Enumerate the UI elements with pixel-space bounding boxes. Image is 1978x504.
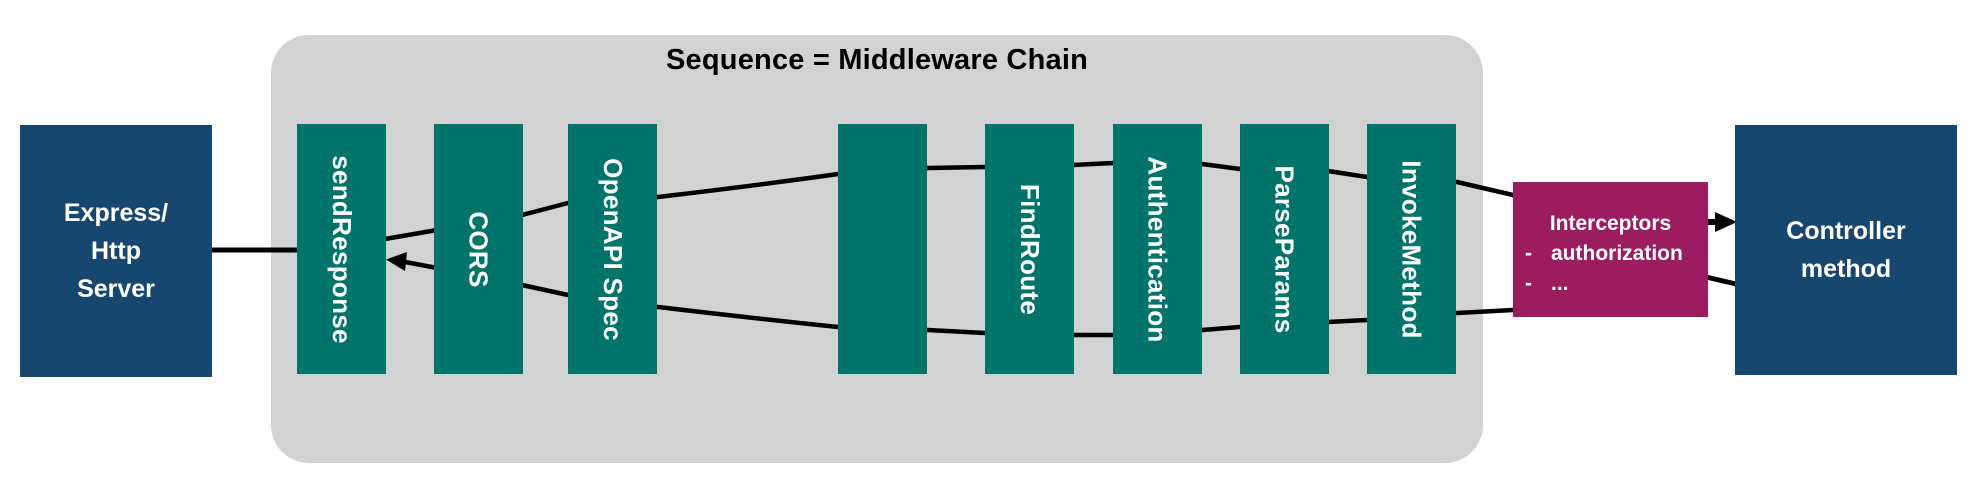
response-arrowhead	[386, 252, 407, 271]
sequence-panel-title: Sequence = Middleware Chain	[666, 44, 1088, 76]
middleware-bar-label: OpenAPI Spec	[598, 157, 629, 341]
controller-method-label-line: method	[1800, 255, 1892, 283]
middleware-bar: Authentication	[1113, 124, 1202, 374]
interceptors-title: Interceptors	[1549, 212, 1672, 235]
middleware-bar: OpenAPI Spec	[568, 124, 657, 374]
interceptor-arrowhead	[1715, 212, 1737, 232]
interceptors-item-label: ...	[1551, 272, 1569, 295]
response-path	[397, 258, 1516, 338]
middleware-bar	[838, 124, 927, 374]
middleware-bar-label: ParseParams	[1270, 164, 1301, 334]
middleware-bar: sendResponse	[297, 124, 386, 374]
express-server-label-line: Express/	[63, 199, 169, 227]
controller-method-label-line: Controller	[1786, 217, 1906, 245]
controller-return-line	[1705, 274, 1737, 287]
middleware-bar-label: InvokeMethod	[1397, 159, 1428, 339]
controller-method-box: Controller method	[1735, 125, 1957, 375]
middleware-bar: InvokeMethod	[1367, 124, 1456, 374]
express-server-label-line: Server	[77, 275, 155, 303]
middleware-bar: FindRoute	[985, 124, 1074, 374]
middleware-bar: ParseParams	[1240, 124, 1329, 374]
request-path	[382, 160, 1516, 242]
middleware-bar-label: Authentication	[1143, 155, 1173, 343]
interceptors-item-label: authorization	[1551, 242, 1683, 265]
interceptors-item: - ...	[1513, 269, 1708, 299]
express-server-box: Express/ Http Server	[20, 125, 212, 377]
interceptors-item-bullet: -	[1525, 242, 1532, 265]
middleware-bar-label: CORS	[463, 210, 494, 288]
middleware-bar-label: FindRoute	[1015, 183, 1046, 315]
interceptors-item: - authorization	[1513, 239, 1708, 269]
interceptors-box: Interceptors - authorization - ...	[1513, 182, 1708, 317]
middleware-bar-label: sendResponse	[327, 154, 358, 344]
express-server-label-line: Http	[91, 237, 141, 265]
interceptors-item-bullet: -	[1525, 272, 1532, 295]
middleware-bar: CORS	[434, 124, 523, 374]
